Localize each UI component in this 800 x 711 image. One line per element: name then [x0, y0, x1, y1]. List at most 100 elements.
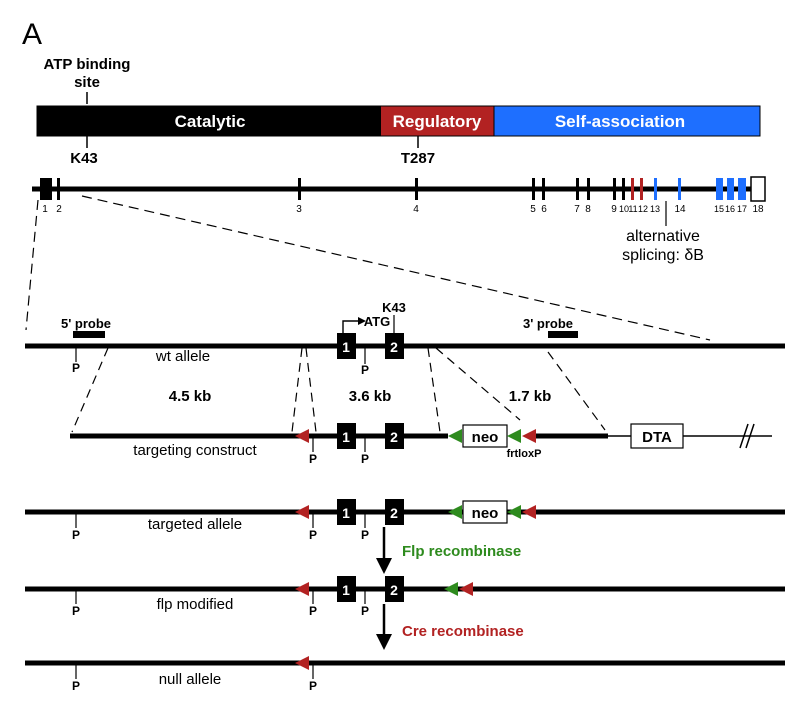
arm-dash-3 [305, 347, 317, 433]
catalytic-label: Catalytic [175, 112, 246, 131]
construct-loxp-2 [522, 429, 536, 443]
k43-label: K43 [70, 150, 98, 167]
flp-p-site-3-label: P [361, 604, 369, 618]
arm-dash-4 [427, 347, 441, 433]
targeted-exon-1-label: 1 [342, 505, 350, 521]
construct-exon-1-label: 1 [342, 429, 350, 445]
targeted-frt-2 [507, 505, 521, 519]
k43-allele-label: K43 [382, 300, 406, 315]
exon-10 [622, 178, 625, 200]
exon-5 [532, 178, 535, 200]
construct-exon-2 [385, 423, 404, 449]
flp-modified-label: flp modified [157, 596, 234, 613]
catalytic-domain [37, 106, 381, 136]
exon-17 [738, 178, 746, 200]
alt-splicing-label-line2: splicing: δB [622, 247, 704, 264]
exon-label-4: 4 [413, 204, 419, 215]
regulatory-domain [381, 106, 494, 136]
targeted-loxp-2 [522, 505, 536, 519]
null-loxp [295, 656, 309, 670]
zoom-line-left [25, 199, 39, 331]
exon-15 [716, 178, 723, 200]
atg-arrow [342, 320, 360, 333]
construct-break-1 [739, 423, 749, 449]
flp-exon-2-label: 2 [390, 582, 398, 598]
construct-dta-label: DTA [642, 429, 672, 446]
exon-16 [727, 178, 734, 200]
targeted-exon-2-label: 2 [390, 505, 398, 521]
construct-frt-1 [448, 429, 462, 443]
probe-5-bar [73, 331, 105, 338]
probe-3-bar [548, 331, 578, 338]
exon-label-9: 9 [611, 204, 617, 215]
targeted-p-site-2-label: P [309, 528, 317, 542]
flp-arrow-head [376, 558, 392, 574]
arm-dash-1 [71, 347, 109, 433]
exon-14 [678, 178, 681, 200]
exon-label-8: 8 [585, 204, 591, 215]
arm-dash-5 [435, 347, 521, 421]
flp-frt-remaining [444, 582, 458, 596]
exon-8 [587, 178, 590, 200]
alt-splicing-label-line1: alternative [626, 228, 700, 245]
fragment-4-5kb: 4.5 kb [169, 388, 212, 405]
t287-label: T287 [401, 150, 435, 167]
exon-label-16: 16 [725, 204, 735, 214]
construct-frt-2 [507, 429, 521, 443]
exon-label-12: 12 [638, 204, 648, 214]
exon-label-2: 2 [56, 204, 62, 215]
null-p-site-2-label: P [309, 679, 317, 693]
exon-2 [57, 178, 60, 200]
null-p-site-1-label: P [72, 679, 80, 693]
targeted-frt-1 [448, 505, 462, 519]
exon-label-18: 18 [752, 204, 764, 215]
exon-4 [415, 178, 418, 200]
exon-6 [542, 178, 545, 200]
targeted-p-site-3-label: P [361, 528, 369, 542]
construct-loxp-1 [295, 429, 309, 443]
flp-loxp-2 [459, 582, 473, 596]
targeting-construct-label: targeting construct [133, 442, 257, 459]
targeted-exon-2 [385, 499, 404, 525]
wt-exon-2-label: 2 [390, 339, 398, 355]
construct-p-site-1-label: P [309, 452, 317, 466]
exon-3 [298, 178, 301, 200]
arm-dash-2 [291, 347, 303, 433]
zoom-line-right [81, 195, 711, 341]
construct-neo-label: neo [472, 429, 499, 446]
targeted-loxp-1 [295, 505, 309, 519]
exon-label-6: 6 [541, 204, 547, 215]
construct-dta-box [630, 423, 684, 449]
construct-break-2 [745, 423, 755, 449]
exon-label-1: 1 [42, 204, 48, 215]
exon-7 [576, 178, 579, 200]
fragment-3-6kb: 3.6 kb [349, 388, 392, 405]
atp-site-label-line1: ATP binding [44, 56, 131, 73]
exon-label-3: 3 [296, 204, 302, 215]
atg-arrowhead [358, 317, 366, 325]
cre-recombinase-label: Cre recombinase [402, 623, 524, 640]
flp-p-site-2-label: P [309, 604, 317, 618]
targeted-allele-label: targeted allele [148, 516, 242, 533]
exon-18 [750, 176, 766, 202]
exon-label-10: 10 [619, 204, 629, 214]
wt-exon-1-label: 1 [342, 339, 350, 355]
probe-3-label: 3' probe [523, 316, 573, 331]
exon-label-13: 13 [650, 204, 660, 214]
domain-bar-outline [36, 105, 761, 137]
exon-label-15: 15 [714, 204, 724, 214]
atp-site-label-line2: site [74, 74, 100, 91]
targeted-p-site-1-label: P [72, 528, 80, 542]
targeted-exon-1 [337, 499, 356, 525]
exon-11 [631, 178, 634, 200]
arm-dash-6 [547, 351, 606, 431]
self-association-label: Self-association [555, 112, 685, 131]
flp-exon-2 [385, 576, 404, 602]
exon-label-11: 11 [628, 204, 637, 214]
exon-label-14: 14 [674, 204, 686, 215]
probe-5-label: 5' probe [61, 316, 111, 331]
cre-arrow-head [376, 634, 392, 650]
exon-1 [40, 178, 52, 200]
regulatory-label: Regulatory [393, 112, 482, 131]
